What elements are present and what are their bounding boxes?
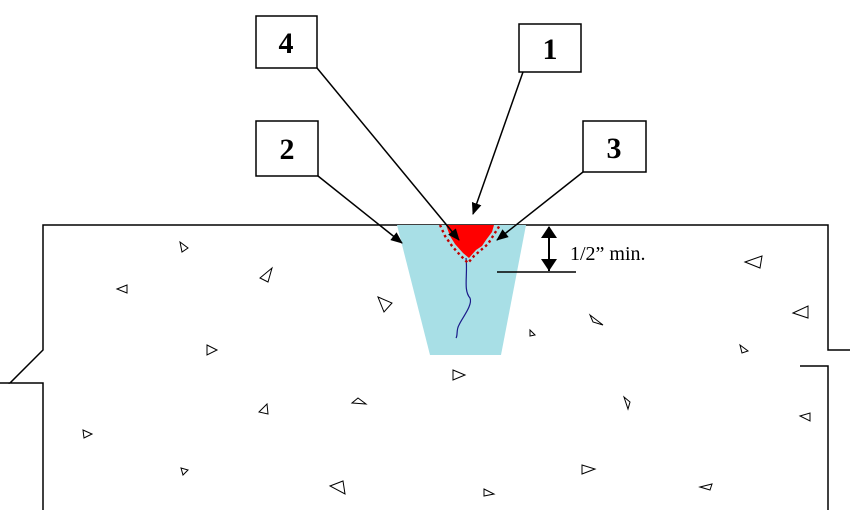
leader-line-3 (496, 171, 584, 241)
callout-label-4: 4 (279, 27, 294, 60)
aggregate (82, 429, 94, 439)
aggregate (259, 266, 273, 283)
callout-3: 3 (582, 120, 647, 173)
crack-line (455, 257, 472, 339)
callout-label-3: 3 (607, 132, 622, 165)
depth-dimension: 1/2” min. (497, 226, 646, 273)
aggregate (622, 395, 631, 411)
aggregate (328, 480, 346, 495)
slab-break-right (800, 365, 829, 510)
dimension-arrow-down (541, 259, 557, 271)
callout-label-2: 2 (280, 133, 295, 166)
aggregate (452, 369, 467, 381)
aggregate (739, 343, 750, 354)
aggregate (798, 412, 811, 422)
callout-1: 1 (518, 23, 582, 73)
repair-patch-area (397, 225, 526, 355)
concrete-slab-outline (8, 224, 850, 510)
callout-box-3 (582, 120, 647, 173)
leader-line-1 (471, 71, 524, 215)
dimension-arrow-up (541, 226, 557, 238)
aggregate (350, 397, 368, 405)
aggregate (791, 305, 809, 319)
leader-line-2 (317, 175, 403, 244)
aggregate (206, 344, 219, 356)
leader-line-4 (316, 67, 460, 241)
aggregate (588, 313, 604, 326)
aggregate (179, 240, 189, 253)
aggregate (743, 255, 763, 269)
callout-label-1: 1 (543, 33, 558, 66)
bonding-agent-outline (438, 224, 502, 265)
callout-box-4 (255, 15, 318, 69)
callout-box-2 (255, 120, 319, 177)
callout-2: 2 (255, 120, 319, 177)
aggregate (115, 284, 128, 294)
aggregate (377, 296, 393, 313)
callout-box-1 (518, 23, 582, 73)
aggregate (258, 402, 269, 415)
callout-4: 4 (255, 15, 318, 69)
aggregate (698, 483, 713, 491)
aggregate (581, 464, 597, 475)
aggregate-pieces (82, 240, 811, 497)
aggregate (529, 328, 537, 337)
aggregate (180, 467, 189, 476)
dimension-label: 1/2” min. (570, 243, 646, 265)
aggregate (483, 488, 496, 497)
